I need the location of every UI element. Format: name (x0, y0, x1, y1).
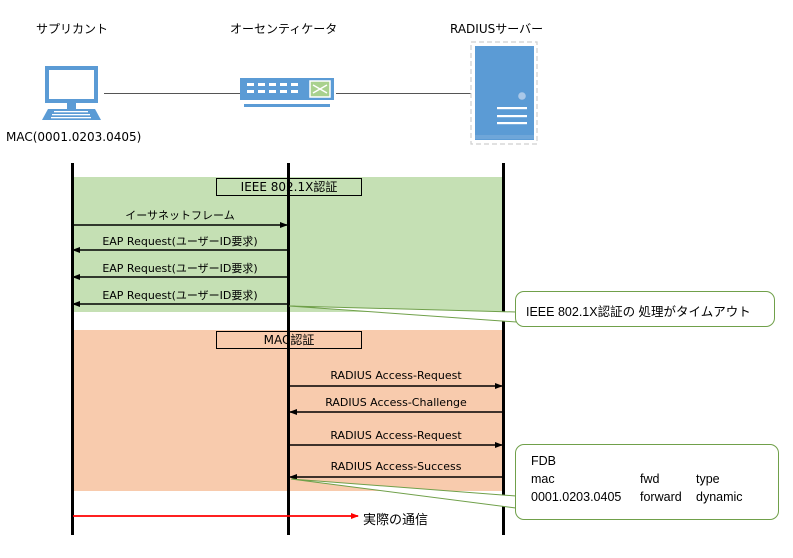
fdb-title: FDB (531, 454, 556, 468)
fdb-cell-fwd: forward (640, 490, 682, 504)
msg-label-eap-request-3: EAP Request(ユーザーID要求) (102, 289, 258, 302)
mac-auth-phase-label: MAC認証 (216, 331, 362, 349)
server-icon (470, 41, 538, 145)
authenticator-lifeline (287, 163, 290, 535)
fdb-header-fwd: fwd (640, 472, 660, 486)
link-supplicant-authenticator (104, 93, 240, 94)
supplicant-mac-label: MAC(0001.0203.0405) (6, 130, 142, 144)
msg-label-ethernet-frame: イーサネットフレーム (125, 209, 235, 222)
msg-label-access-success: RADIUS Access-Success (330, 460, 462, 473)
dot1x-phase-label: IEEE 802.1X認証 (216, 178, 362, 196)
switch-icon (240, 77, 336, 109)
timeout-callout-text: IEEE 802.1X認証の 処理がタイムアウト (526, 305, 751, 319)
authenticator-title: オーセンティケータ (230, 22, 338, 36)
fdb-callout: FDB mac fwd type 0001.0203.0405 forward … (515, 444, 779, 520)
actual-traffic-label: 実際の通信 (363, 513, 429, 528)
supplicant-lifeline (71, 163, 74, 535)
fdb-callout-pointer (290, 478, 517, 509)
msg-label-access-request-2: RADIUS Access-Request (330, 429, 462, 442)
radius-title: RADIUSサーバー (450, 22, 544, 36)
fdb-cell-type: dynamic (696, 490, 743, 504)
fdb-header-type: type (696, 472, 720, 486)
msg-label-access-challenge: RADIUS Access-Challenge (325, 396, 467, 409)
timeout-callout: IEEE 802.1X認証の 処理がタイムアウト (515, 291, 775, 327)
supplicant-title: サプリカント (36, 22, 109, 36)
msg-label-access-request-1: RADIUS Access-Request (330, 369, 462, 382)
radius-lifeline (502, 163, 505, 535)
msg-label-eap-request-1: EAP Request(ユーザーID要求) (102, 235, 258, 248)
fdb-header-mac: mac (531, 472, 555, 486)
computer-icon (40, 64, 102, 122)
link-authenticator-radius (336, 93, 471, 94)
timeout-callout-pointer (288, 305, 517, 323)
msg-label-eap-request-2: EAP Request(ユーザーID要求) (102, 262, 258, 275)
fdb-cell-mac: 0001.0203.0405 (531, 490, 622, 504)
